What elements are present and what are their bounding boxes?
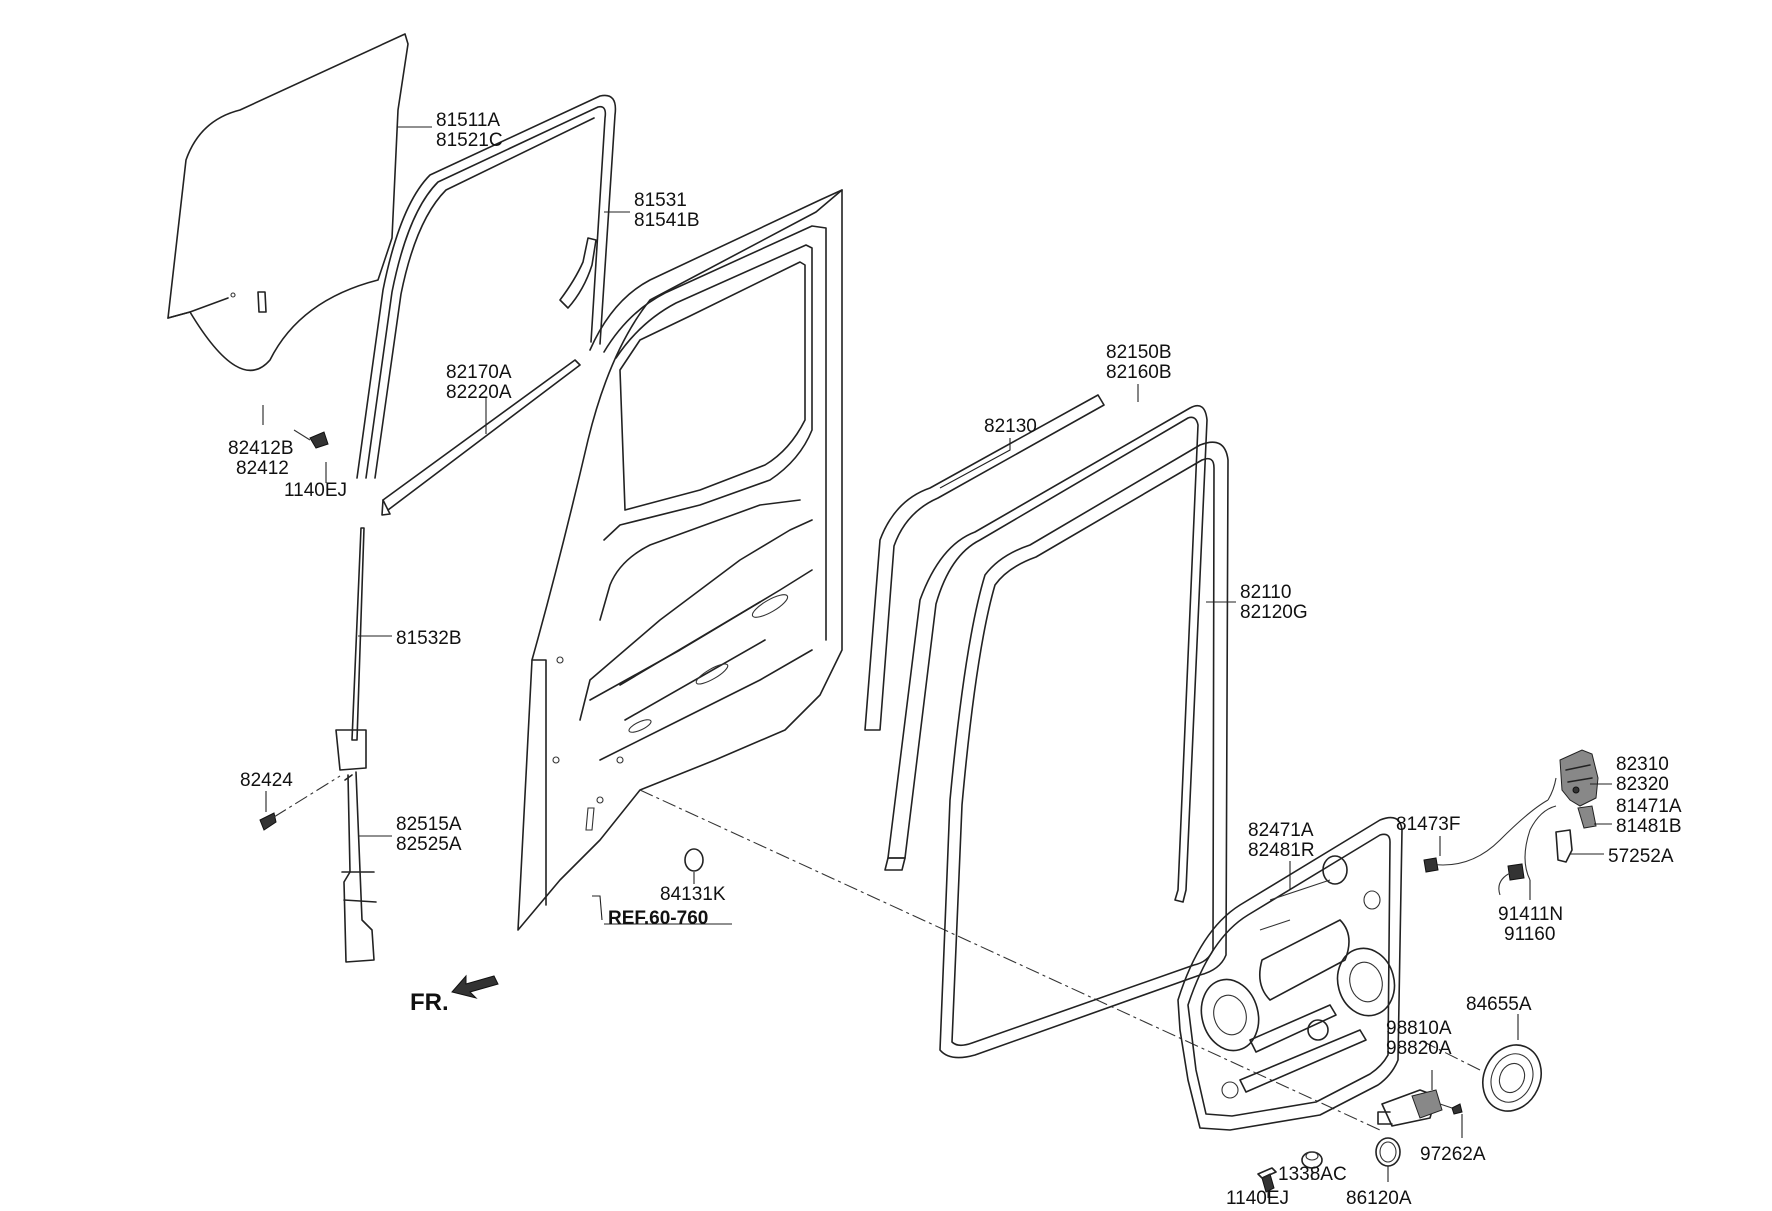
door-seal-82150B[interactable] <box>884 404 1208 903</box>
window-motor[interactable] <box>1377 1089 1443 1127</box>
label-82515A: 82515A <box>396 814 462 835</box>
label-82320: 82320 <box>1616 774 1669 795</box>
bracket-57252A[interactable] <box>1555 829 1573 863</box>
label-82481R: 82481R <box>1248 840 1315 861</box>
label-82412: 82412 <box>236 458 289 479</box>
label-81473F: 81473F <box>1396 814 1460 835</box>
label-fr: FR. <box>410 989 449 1016</box>
door-seal-82110[interactable] <box>939 441 1229 1059</box>
label-91411N: 91411N <box>1498 904 1563 925</box>
label-81521C: 81521C <box>436 130 503 151</box>
bolt-1140EJ-top[interactable] <box>293 429 329 449</box>
label-1338AC: 1338AC <box>1278 1164 1347 1185</box>
screw-97262A[interactable] <box>1439 1103 1463 1115</box>
label-86120A: 86120A <box>1346 1188 1412 1209</box>
label-98810A: 98810A <box>1386 1018 1452 1039</box>
plug-84131K[interactable] <box>684 848 704 872</box>
label-ref-60-760: REF.60-760 <box>608 908 708 929</box>
harness-91411N[interactable] <box>1498 805 1557 896</box>
label-1140EJ-top: 1140EJ <box>284 480 347 501</box>
label-84655A: 84655A <box>1466 994 1532 1015</box>
screw-82424[interactable] <box>259 775 341 831</box>
latch-cover-81471A[interactable] <box>1577 805 1597 829</box>
part-labels: 81511A 81521C 81531 81541B 82170A 82220A… <box>228 110 1682 1209</box>
belt-weatherstrip[interactable] <box>381 359 581 516</box>
label-82424: 82424 <box>240 770 293 791</box>
label-81541B: 81541B <box>634 210 700 231</box>
label-98820A: 98820A <box>1386 1038 1452 1059</box>
label-82471A: 82471A <box>1248 820 1314 841</box>
speaker[interactable] <box>1419 1035 1552 1120</box>
glass-clip[interactable] <box>257 291 267 313</box>
label-81471A: 81471A <box>1616 796 1682 817</box>
seal-86120A[interactable] <box>1375 1137 1401 1167</box>
door-module-panel[interactable] <box>1177 816 1403 1131</box>
label-84131K: 84131K <box>660 884 726 905</box>
label-82120G: 82120G <box>1240 602 1308 623</box>
leader-lines <box>262 126 1612 1198</box>
label-81531: 81531 <box>634 190 687 211</box>
label-57252A: 57252A <box>1608 846 1674 867</box>
label-82150B: 82150B <box>1106 342 1172 363</box>
label-82110: 82110 <box>1240 582 1291 603</box>
label-97262A: 97262A <box>1420 1144 1486 1165</box>
label-82525A: 82525A <box>396 834 462 855</box>
label-82310: 82310 <box>1616 754 1669 775</box>
label-1140EJ-bottom: 1140EJ <box>1226 1188 1289 1209</box>
glass-run-channel[interactable] <box>356 94 617 479</box>
cable-81473F[interactable] <box>1423 777 1557 873</box>
label-91160: 91160 <box>1504 924 1555 945</box>
label-81481B: 81481B <box>1616 816 1682 837</box>
door-shell[interactable] <box>517 189 843 931</box>
bolt-1140EJ-bottom[interactable] <box>1257 1167 1277 1193</box>
weatherstrip-82130[interactable] <box>864 394 1105 731</box>
lower-run-channel[interactable] <box>351 527 365 741</box>
front-arrow-icon <box>451 974 499 999</box>
label-82412B: 82412B <box>228 438 294 459</box>
door-glass[interactable] <box>167 33 409 372</box>
window-regulator-rail[interactable] <box>335 729 377 963</box>
label-82130: 82130 <box>984 416 1037 437</box>
label-81532B: 81532B <box>396 628 462 649</box>
label-82220A: 82220A <box>446 382 512 403</box>
label-81511A: 81511A <box>436 110 500 131</box>
door-latch[interactable] <box>1559 749 1599 807</box>
label-82160B: 82160B <box>1106 362 1172 383</box>
label-82170A: 82170A <box>446 362 512 383</box>
